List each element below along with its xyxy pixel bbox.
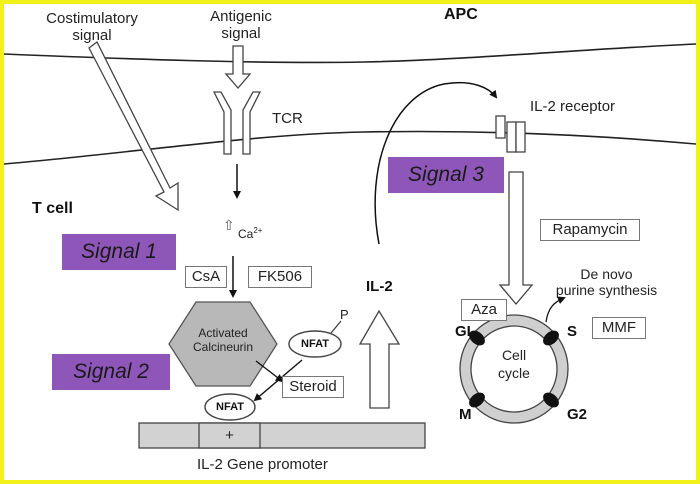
drug-rapamycin: Rapamycin xyxy=(540,219,640,241)
il2-receptor-shape xyxy=(495,115,526,153)
promoter-label: IL-2 Gene promoter xyxy=(197,456,328,473)
denovo-arrow xyxy=(545,296,566,323)
cell-cycle-ring-inner xyxy=(470,325,558,413)
nfat-phosphate-label: P xyxy=(340,307,349,322)
antigenic-label: Antigenic signal xyxy=(210,8,272,42)
calcium-up-icon: ⇧ xyxy=(223,217,235,233)
receptor-down-arrow xyxy=(498,171,534,306)
cycle-marker-s xyxy=(543,330,559,346)
nfat-phosphate-line xyxy=(330,320,342,334)
signal-1-box: Signal 1 xyxy=(62,234,176,270)
calcineurin-hexagon xyxy=(168,301,278,387)
diagram-graphics xyxy=(4,41,696,449)
calcium-text: Ca xyxy=(238,227,254,241)
drug-aza: Aza xyxy=(461,299,507,321)
calcium-label: Ca2+ xyxy=(238,224,262,243)
il2-receptor-label: IL-2 receptor xyxy=(530,98,616,115)
promoter-plus-label: + xyxy=(225,427,234,444)
il2-up-arrow xyxy=(358,309,401,409)
calcium-charge: 2+ xyxy=(253,226,263,235)
cell-cycle-label: Cell cycle xyxy=(498,347,530,381)
costimulatory-label: Costimulatory signal xyxy=(46,10,138,44)
nfat-ellipse-top xyxy=(288,330,342,358)
costimulatory-arrow xyxy=(88,41,179,212)
calcineurin-arrow xyxy=(255,360,284,383)
promoter-bar xyxy=(138,422,426,449)
drug-fk506: FK506 xyxy=(248,266,312,288)
promoter-plus-segment xyxy=(198,422,261,449)
de-novo-label: De novo purine synthesis xyxy=(555,266,658,298)
tcell-membrane xyxy=(4,130,696,165)
drug-mmf: MMF xyxy=(592,317,646,339)
nfat-to-nucleus-arrow xyxy=(253,359,303,402)
nfat-label-bottom: NFAT xyxy=(216,401,244,413)
calcineurin-label: Activated Calcineurin xyxy=(192,326,254,354)
signal-2-box: Signal 2 xyxy=(52,354,170,390)
apc-membrane xyxy=(4,43,696,64)
phase-m-label: M xyxy=(459,406,472,423)
nfat-ellipse-bottom xyxy=(204,393,256,421)
cycle-marker-m xyxy=(469,392,485,408)
phase-g1-label: GI xyxy=(455,323,471,340)
nfat-label-top: NFAT xyxy=(301,338,329,350)
signal-3-box: Signal 3 xyxy=(388,157,504,193)
tcr-receptor xyxy=(212,91,262,155)
drug-steroid: Steroid xyxy=(282,376,344,398)
cycle-marker-g1 xyxy=(469,330,485,346)
antigenic-arrow xyxy=(224,45,252,89)
il2-label: IL-2 xyxy=(366,278,393,295)
phase-g2-label: G2 xyxy=(567,406,588,423)
apc-label: APC xyxy=(444,6,478,23)
il2-curved-arrow xyxy=(374,82,498,245)
tcr-label: TCR xyxy=(272,110,303,127)
phase-s-label: S xyxy=(567,323,578,340)
t-cell-label: T cell xyxy=(32,200,73,217)
cycle-marker-g2 xyxy=(543,392,559,408)
drug-csa: CsA xyxy=(185,266,227,288)
